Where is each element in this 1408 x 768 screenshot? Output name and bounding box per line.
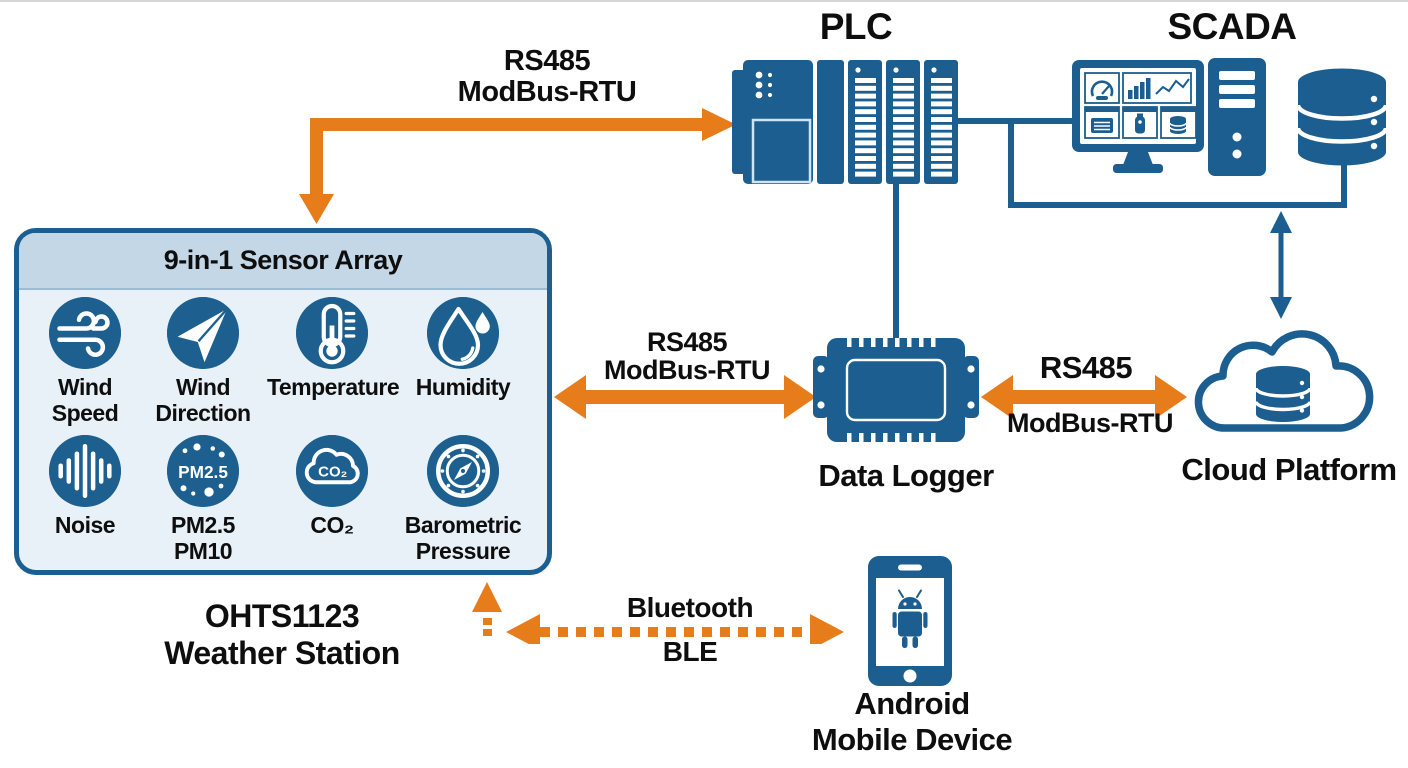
top-hairline [0,0,1408,2]
line-database-drop [1341,164,1347,206]
top-link-bus: ModBus-RTU [457,76,637,108]
mobile-device-label: Android Mobile Device [762,686,1062,758]
sensor-cell-wind-speed: Wind Speed [20,297,150,426]
plc-title: PLC [819,6,893,47]
mobile-type: Mobile Device [811,722,1013,757]
barometric-icon [427,435,499,507]
top-link-protocol: RS485 [503,45,591,77]
android-robot-icon [892,589,928,648]
sensor-label: Barometric Pressure [404,512,522,564]
cloud-link-protocol: RS485 [1039,350,1133,385]
wind-speed-icon [49,297,121,369]
sensor-label: Temperature [267,374,400,400]
line-bottom-horizontal [1008,202,1347,208]
sensor-cell-barometric: Barometric Pressure [398,435,528,564]
sensor-label: PM2.5 PM10 [171,512,235,564]
ble-link-name: Bluetooth [626,592,754,623]
sensor-cell-wind-direction: Wind Direction [138,297,268,426]
sensor-cell-pm: PM2.5 PM2.5 PM10 [138,435,268,564]
scada-monitor [1072,60,1204,173]
orange-arrow-datalogger-cloud [981,375,1187,419]
svg-text:CO₂: CO₂ [318,463,347,480]
orange-arrow-sensor-datalogger [554,375,816,419]
scada-title: SCADA [1167,6,1297,47]
sensor-cell-noise: Noise [20,435,150,538]
ble-link-type: BLE [662,636,718,667]
sensor-cell-humidity: Humidity [398,297,528,400]
data-logger-label: Data Logger [818,458,994,493]
sensor-cell-temperature: Temperature [267,297,400,400]
sensor-label: Wind Direction [155,374,251,426]
scada-database [1295,68,1389,166]
humidity-icon [427,297,499,369]
sensor-array-title: 9-in-1 Sensor Array [163,245,403,275]
top-link-label: RS485 ModBus-RTU [397,46,697,108]
logger-link-label: RS485 ModBus-RTU [537,328,837,384]
sensor-array-header: 9-in-1 Sensor Array [19,233,547,290]
sensor-label: Humidity [415,374,511,400]
line-plc-to-datalogger [893,180,899,338]
station-name: Weather Station [164,635,400,671]
svg-text:PM2.5: PM2.5 [178,462,228,482]
wind-direction-icon [167,297,239,369]
cloud-platform-device [1194,330,1374,432]
line-plc-to-scada [954,118,1074,124]
logger-link-protocol: RS485 [646,327,728,357]
noise-icon [49,435,121,507]
logger-link-bus: ModBus-RTU [604,355,770,385]
blue-double-arrow-scada-cloud [1270,211,1292,319]
sensor-label: Noise [54,512,116,538]
sensor-label: Wind Speed [51,374,119,426]
plc-device [732,60,958,184]
co2-icon: CO₂ [296,435,368,507]
sensor-label: CO₂ [310,512,354,538]
sensor-cell-co2: CO₂ CO₂ [267,435,397,538]
data-logger-device [813,338,979,442]
station-model: OHTS1123 [204,598,360,634]
cloud-link-bus: ModBus-RTU [1007,408,1173,438]
pm-icon: PM2.5 [167,435,239,507]
temperature-icon [296,297,368,369]
cloud-platform-label: Cloud Platform [1181,452,1397,487]
weather-station-caption: OHTS1123 Weather Station [82,598,482,672]
mobile-os: Android [854,686,970,721]
scada-server-tower [1208,58,1266,176]
sensor-array-panel: 9-in-1 Sensor Array Wind Speed [14,228,552,575]
line-junction-down [1008,118,1014,208]
orange-dashed-arrow-ble [472,582,844,644]
orange-arrow-sensor-to-plc [299,108,736,224]
android-phone-device [868,556,952,686]
